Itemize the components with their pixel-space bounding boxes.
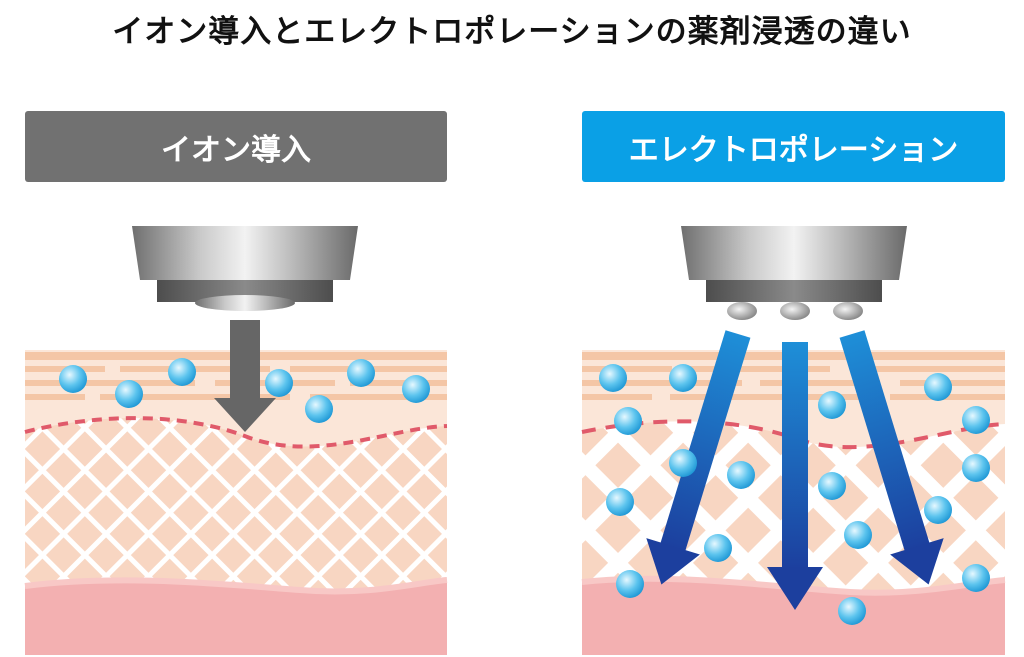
ion-device-icon	[132, 226, 358, 311]
electroporation-label: エレクトロポレーション	[582, 111, 1005, 182]
electroporation-particles	[599, 364, 990, 625]
ion-particles	[59, 358, 430, 423]
ion-label: イオン導入	[25, 111, 447, 182]
ion-arrow	[214, 320, 276, 432]
electroporation-arrows	[646, 330, 944, 610]
electroporation-device-icon	[681, 226, 907, 320]
page-title: イオン導入とエレクトロポレーションの薬剤浸透の違い	[112, 14, 912, 50]
